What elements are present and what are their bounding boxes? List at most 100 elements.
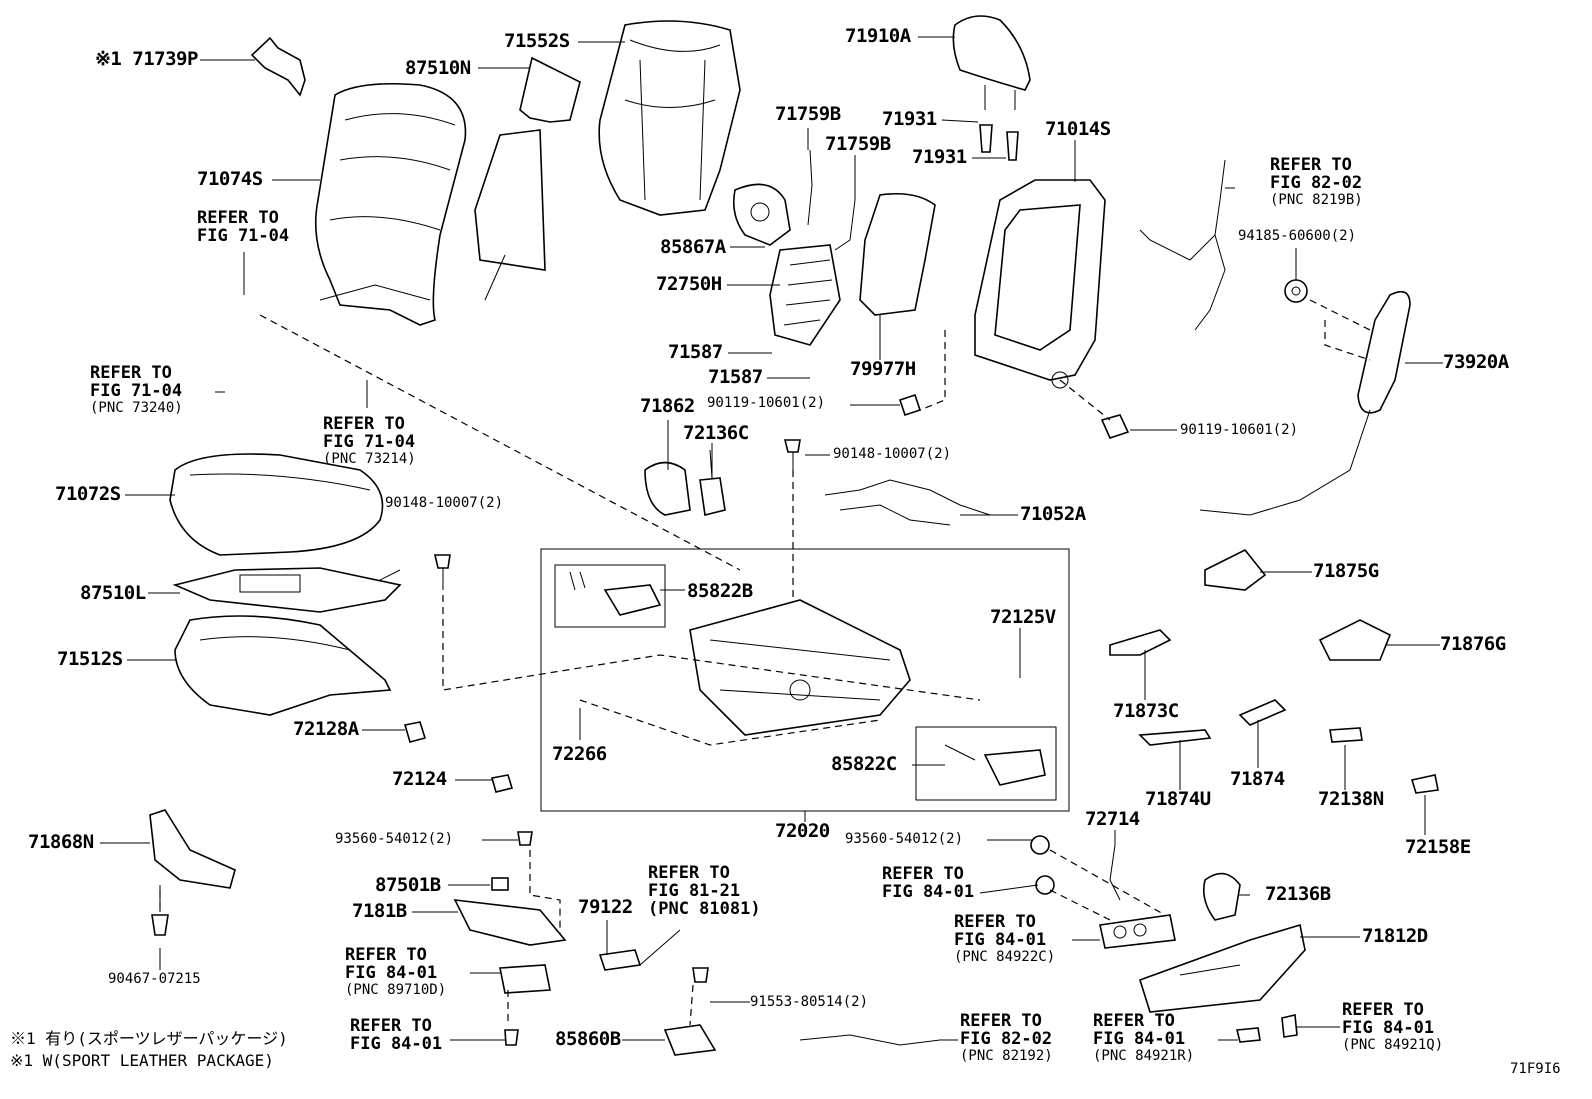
refer-fig-84-01-pnc-89710d[interactable]: REFER TO FIG 84-01 (PNC 89710D) bbox=[345, 946, 447, 998]
refer-fig-84-01-bolt[interactable]: REFER TO FIG 84-01 bbox=[882, 864, 974, 902]
ref-line1: REFER TO bbox=[1342, 1000, 1424, 1020]
label-72124: 72124 bbox=[392, 768, 447, 790]
label-71862: 71862 bbox=[640, 395, 695, 417]
footnote-jp: ※1 有り(スポーツレザーパッケージ) bbox=[10, 1029, 288, 1048]
trim-71875g-shape bbox=[1204, 548, 1267, 591]
label-71931-lower: 71931 bbox=[912, 146, 967, 168]
assembly-line-f bbox=[1309, 299, 1371, 331]
label-72266: 72266 bbox=[552, 743, 607, 765]
ref-sub: (PNC 89710D) bbox=[345, 981, 447, 998]
part-85860b-shape bbox=[663, 1024, 717, 1056]
refer-fig-71-04-pnc-73214[interactable]: REFER TO FIG 71-04 (PNC 73214) bbox=[323, 414, 416, 466]
bracket-7181b-shape bbox=[453, 899, 567, 946]
label-91553-80514: 91553-80514(2) bbox=[750, 994, 869, 1010]
ref-line1: REFER TO bbox=[323, 414, 405, 434]
label-87501b: 87501B bbox=[375, 874, 441, 896]
heater-87510n-shape bbox=[474, 56, 581, 301]
label-71910a: 71910A bbox=[845, 25, 911, 47]
lumbar-85867a-shape bbox=[732, 183, 791, 246]
label-94185-60600: 94185-60600(2) bbox=[1238, 228, 1357, 244]
clip-72128a-shape bbox=[403, 721, 427, 743]
switch-84921r-shape bbox=[1235, 1027, 1261, 1043]
ref-line1: REFER TO bbox=[954, 912, 1036, 932]
assembly-line-k bbox=[1049, 889, 1111, 921]
bolt-90119-a-shape bbox=[898, 393, 922, 417]
label-71876g: 71876G bbox=[1440, 633, 1506, 655]
trim-71874u-shape bbox=[1138, 729, 1212, 746]
ref-line2: FIG 84-01 bbox=[1093, 1028, 1186, 1049]
ref-sub: (PNC 73240) bbox=[90, 399, 183, 416]
bolt-90119-b-shape bbox=[1100, 414, 1130, 439]
ref-line1: REFER TO bbox=[648, 863, 730, 883]
ref-line2: FIG 71-04 bbox=[90, 380, 183, 401]
label-93560-54012-left: 93560-54012(2) bbox=[335, 831, 454, 847]
ref-line1: REFER TO bbox=[350, 1016, 432, 1036]
label-71759b-left: 71759B bbox=[775, 103, 841, 125]
spring-71759b-shapes bbox=[807, 149, 856, 251]
ref-line2: FIG 84-01 bbox=[1342, 1017, 1435, 1038]
ref-sub: (PNC 84922C) bbox=[954, 948, 1056, 965]
label-87510l: 87510L bbox=[80, 582, 146, 604]
part-79122-shape bbox=[598, 949, 642, 971]
label-72020: 72020 bbox=[775, 820, 830, 842]
cushion-cover-71072s-shape bbox=[169, 453, 384, 556]
assembly-line-e bbox=[1059, 379, 1111, 421]
refer-fig-81-21[interactable]: REFER TO FIG 81-21 (PNC 81081) bbox=[648, 863, 761, 919]
refer-fig-84-01-pnc-84922c[interactable]: REFER TO FIG 84-01 (PNC 84922C) bbox=[954, 912, 1056, 965]
label-71052a: 71052A bbox=[1020, 503, 1086, 525]
seatback-pad-71552s-shape bbox=[598, 20, 741, 216]
bolt-93560-left-shape bbox=[517, 831, 533, 846]
assembly-line-j bbox=[1049, 849, 1166, 916]
heater-87510l-shape bbox=[172, 567, 402, 613]
label-71868n: 71868N bbox=[28, 831, 94, 853]
label-71072s: 71072S bbox=[55, 483, 121, 505]
refer-fig-84-01-pnc-84921q[interactable]: REFER TO FIG 84-01 (PNC 84921Q) bbox=[1342, 1000, 1443, 1052]
label-90467-07215: 90467-07215 bbox=[108, 971, 201, 987]
ref-sub: (PNC 8219B) bbox=[1270, 191, 1363, 208]
bolt-93560-right-shape bbox=[1030, 835, 1050, 855]
trim-71873c-shape bbox=[1109, 629, 1172, 656]
assembly-line-a bbox=[259, 314, 741, 571]
refer-fig-82-02-pnc-82192[interactable]: REFER TO FIG 82-02 (PNC 82192) bbox=[960, 1011, 1053, 1064]
label-79122: 79122 bbox=[578, 896, 633, 918]
ref-sub: (PNC 82192) bbox=[960, 1047, 1053, 1064]
ref-line1: REFER TO bbox=[960, 1011, 1042, 1031]
assembly-line-m bbox=[689, 984, 694, 1026]
refer-fig-71-04-pnc-73240[interactable]: REFER TO FIG 71-04 (PNC 73240) bbox=[90, 364, 183, 416]
refer-fig-84-01-lower-left[interactable]: REFER TO FIG 84-01 bbox=[350, 1016, 442, 1054]
refer-fig-71-04-upper[interactable]: REFER TO FIG 71-04 bbox=[197, 208, 289, 246]
label-71874: 71874 bbox=[1230, 768, 1285, 790]
diagram-code: 71F9I6 bbox=[1510, 1061, 1561, 1077]
ref-line2: FIG 84-01 bbox=[954, 929, 1047, 950]
ecu-box-shape bbox=[499, 964, 551, 994]
label-72750h: 72750H bbox=[656, 273, 722, 295]
refer-fig-82-02-upper[interactable]: REFER TO FIG 82-02 (PNC 8219B) bbox=[1270, 155, 1363, 208]
label-85860b: 85860B bbox=[555, 1028, 621, 1050]
label-71873c: 71873C bbox=[1113, 700, 1179, 722]
harness-upper-right-shape bbox=[1139, 159, 1226, 331]
pad-79977h-shape bbox=[859, 192, 936, 316]
seat-track-frame-shape bbox=[689, 599, 911, 736]
label-90148-10007-left: 90148-10007(2) bbox=[385, 495, 504, 511]
leader-lines bbox=[100, 36, 1443, 1041]
label-7181b: 7181B bbox=[352, 900, 407, 922]
label-90119-10601-right: 90119-10601(2) bbox=[1180, 422, 1299, 438]
ref-line1: REFER TO bbox=[197, 208, 279, 228]
ref-line1: REFER TO bbox=[882, 864, 964, 884]
label-85822b: 85822B bbox=[687, 580, 753, 602]
ref-line2: FIG 84-01 bbox=[345, 962, 438, 983]
switch-panel-shape bbox=[1099, 914, 1176, 949]
ref-line1: REFER TO bbox=[1270, 155, 1352, 175]
nut-94185-shape bbox=[1284, 279, 1308, 303]
guide-71931-shapes bbox=[979, 124, 1019, 161]
trim-72158e-shape bbox=[1410, 774, 1439, 794]
cover-71862-shape bbox=[644, 461, 691, 516]
refer-fig-84-01-pnc-84921r[interactable]: REFER TO FIG 84-01 (PNC 84921R) bbox=[1093, 1012, 1194, 1063]
bolt-90148-center-shape bbox=[783, 439, 801, 470]
knob-72136b-shape bbox=[1202, 872, 1241, 921]
motor-85822b-box bbox=[554, 564, 666, 628]
label-72136b: 72136B bbox=[1265, 883, 1331, 905]
seatback-frame-71014s-shape bbox=[974, 179, 1106, 389]
